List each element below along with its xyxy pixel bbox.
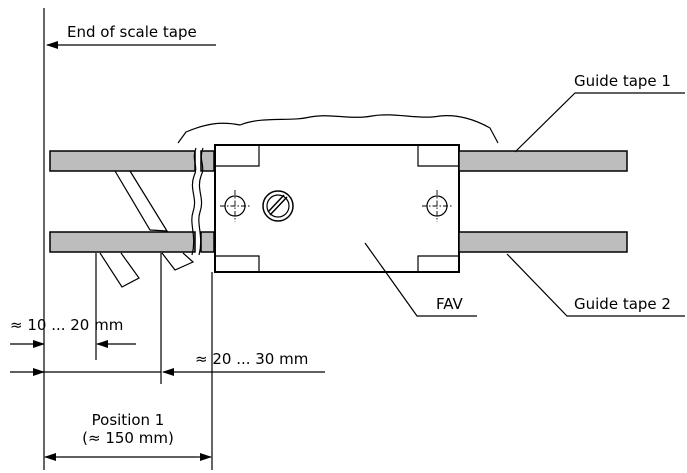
reader-body (214, 144, 460, 273)
guide-tape-2 (458, 231, 628, 253)
angled-tab-upper (114, 170, 169, 232)
break-line-left (191, 147, 197, 256)
fav-leader (364, 242, 477, 317)
angled-tab-lower-left (99, 252, 140, 288)
mounting-hole-right (422, 190, 452, 222)
reader-cover-outline (177, 114, 499, 144)
corner-top-left (215, 145, 260, 167)
break-line-right (198, 147, 204, 256)
corner-bottom-left (215, 255, 260, 272)
lower-left-tape (49, 231, 196, 253)
guide-tape-1 (458, 150, 628, 172)
fav-label: FAV (436, 295, 464, 313)
guide-tape-2-label: Guide tape 2 (574, 295, 671, 313)
dim-10-20-label: ≈ 10 ... 20 mm (10, 316, 123, 334)
guide-tape-1-label: Guide tape 1 (574, 72, 671, 90)
guide-tape-1-leader (514, 92, 685, 153)
end-of-scale-tape-label: End of scale tape (67, 23, 197, 41)
dim-20-30-label: ≈ 20 ... 30 mm (195, 350, 308, 368)
guide-tape-2-leader (506, 253, 685, 317)
angled-tab-lower-right (161, 252, 195, 271)
corner-top-right (417, 145, 459, 167)
mounting-hole-left (220, 190, 250, 222)
corner-bottom-right (417, 255, 459, 272)
lower-tape-stub (200, 231, 215, 253)
position-1-value: (≈ 150 mm) (82, 429, 174, 447)
position-1-label: Position 1 (92, 411, 165, 429)
adjustment-screw (262, 190, 294, 222)
upper-left-tape (49, 150, 196, 172)
